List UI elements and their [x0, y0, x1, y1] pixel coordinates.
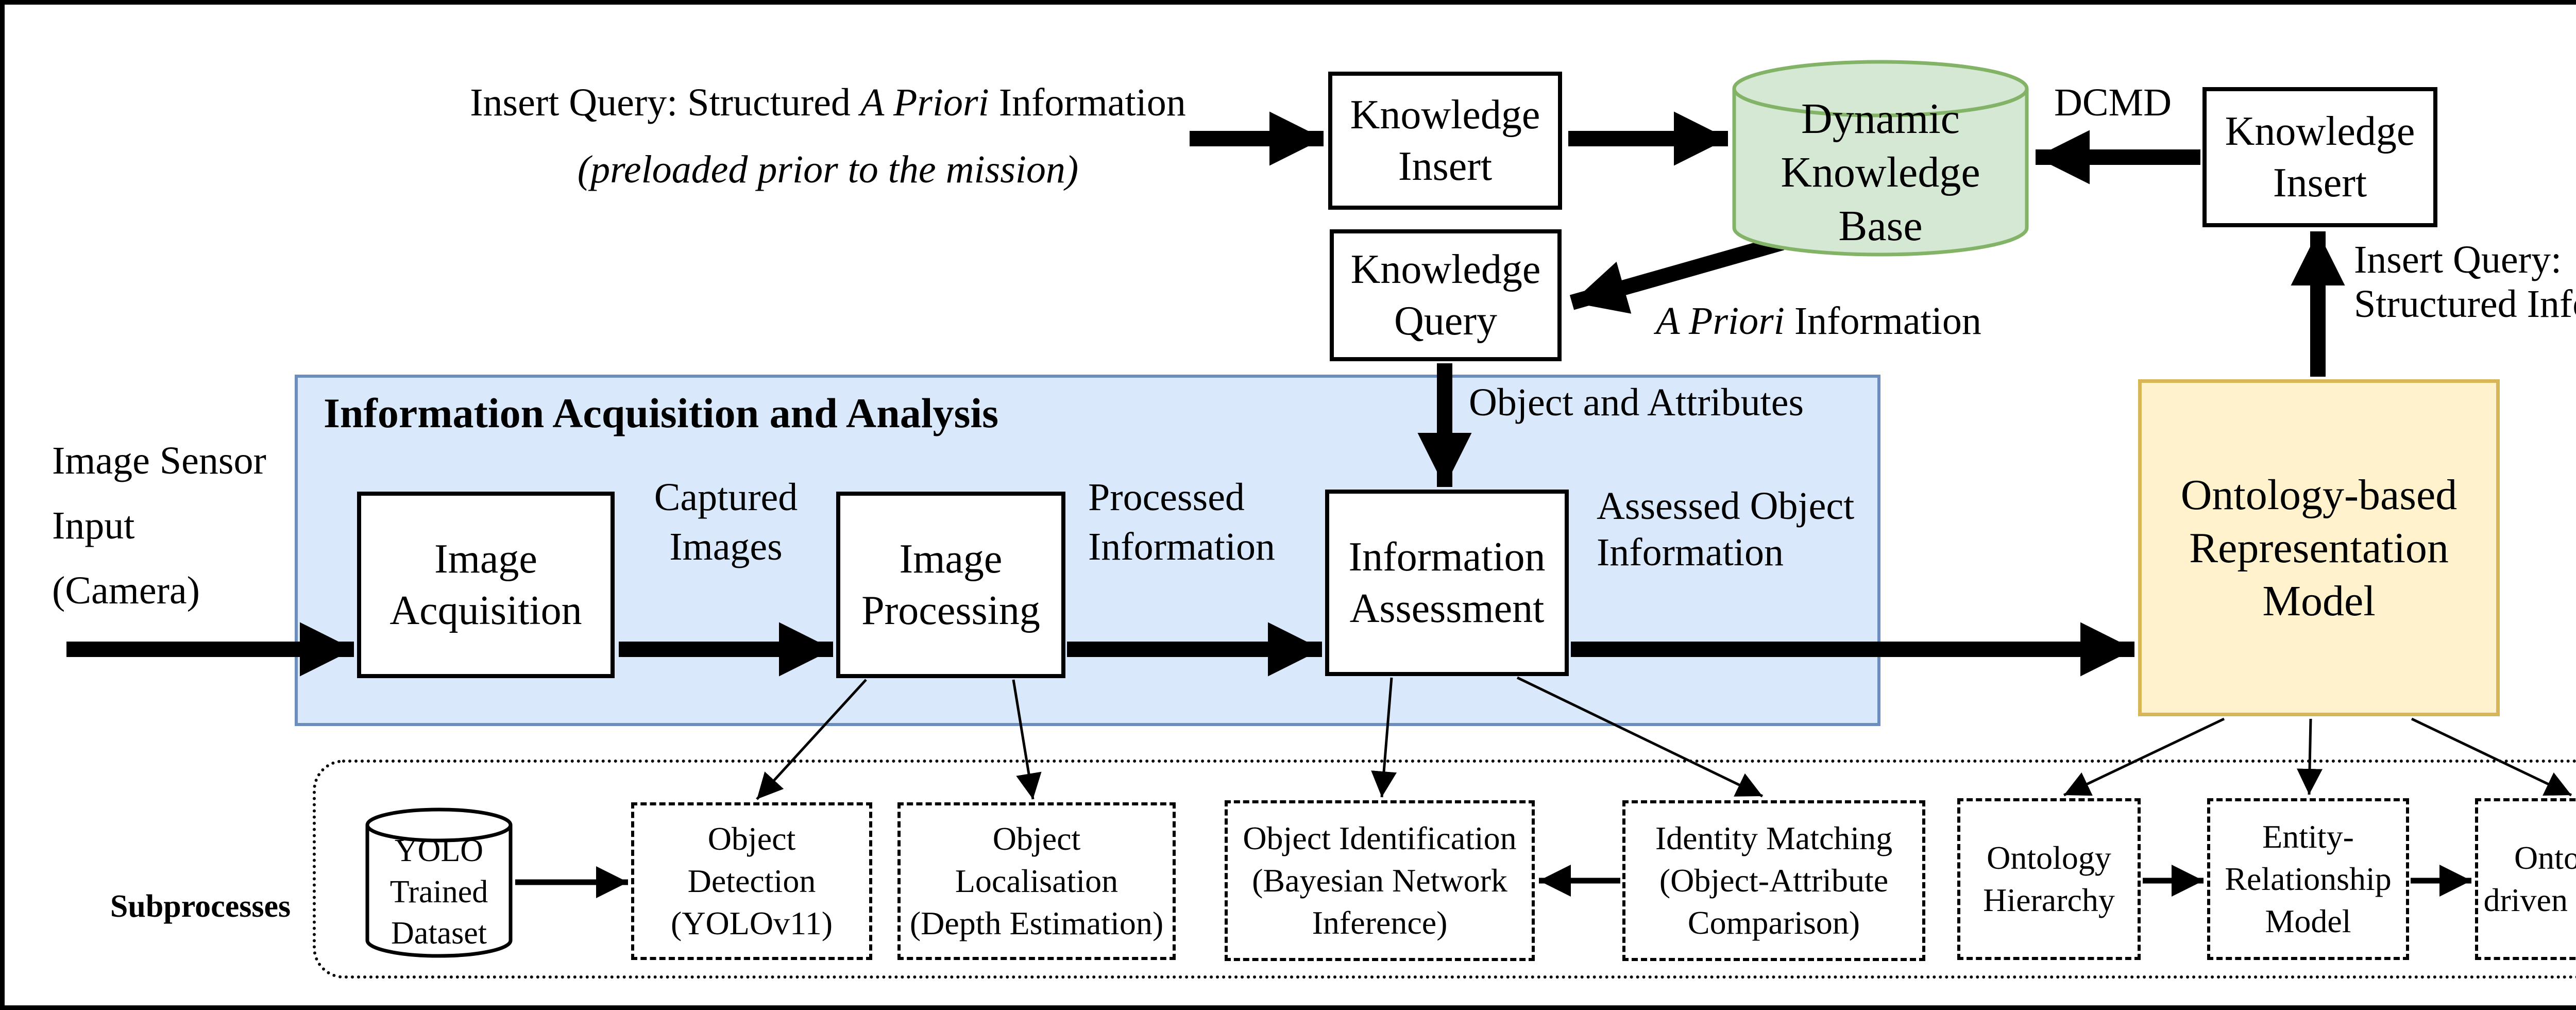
assessed-object-information-label: Assessed Object Information [1597, 484, 1855, 574]
yolo-dataset-label: YOLO Trained Dataset [389, 833, 488, 951]
image-acquisition-box: Image Acquisition [357, 492, 615, 678]
subprocesses-container [313, 760, 2576, 979]
ontology-driven-schema-box: Ontology- driven Schema [2475, 798, 2576, 960]
ontology-representation-model-box: Ontology-based Representation Model [2138, 379, 2500, 716]
object-attributes-label: Object and Attributes [1469, 381, 1804, 424]
image-processing-box: Image Processing [836, 492, 1065, 678]
dynamic-knowledge-base-cylinder: Dynamic Knowledge Base [1731, 59, 2030, 258]
entity-relationship-model-box: Entity- Relationship Model [2207, 798, 2409, 960]
cylinder-shape [365, 807, 513, 958]
image-sensor-input-label: Image Sensor Input (Camera) [52, 439, 266, 612]
region-title: Information Acquisition and Analysis [324, 390, 999, 436]
identity-matching-box: Identity Matching (Object-Attribute Comp… [1622, 800, 1925, 961]
knowledge-insert-right-box: Knowledge Insert [2202, 87, 2437, 227]
dcmd-label: DCMD [2054, 81, 2172, 124]
processed-information-label: Processed Information [1088, 476, 1276, 568]
cylinder-shape [1732, 60, 2029, 257]
dynamic-knowledge-base-label: Dynamic Knowledge Base [1781, 94, 1980, 250]
object-detection-box: Object Detection (YOLOv11) [631, 802, 872, 960]
object-identification-box: Object Identification (Bayesian Network … [1225, 800, 1535, 961]
subprocesses-label: Subprocesses [110, 889, 291, 924]
information-assessment-box: Information Assessment [1325, 490, 1569, 676]
captured-images-label: Captured Images [654, 476, 798, 568]
object-localisation-box: Object Localisation (Depth Estimation) [897, 802, 1176, 960]
yolo-dataset-cylinder: YOLO Trained Dataset [365, 807, 513, 958]
preloaded-note-label: (preloaded prior to the mission) [577, 148, 1079, 191]
ontology-hierarchy-box: Ontology Hierarchy [1957, 798, 2141, 960]
insert-query-structured-label: Insert Query: Structured Information [2354, 238, 2576, 326]
insert-query-apriori-label: Insert Query: Structured A Priori Inform… [470, 81, 1186, 124]
knowledge-query-box: Knowledge Query [1330, 229, 1562, 361]
a-priori-information-label: A Priori Information [1656, 299, 1981, 343]
knowledge-insert-left-box: Knowledge Insert [1328, 72, 1562, 210]
